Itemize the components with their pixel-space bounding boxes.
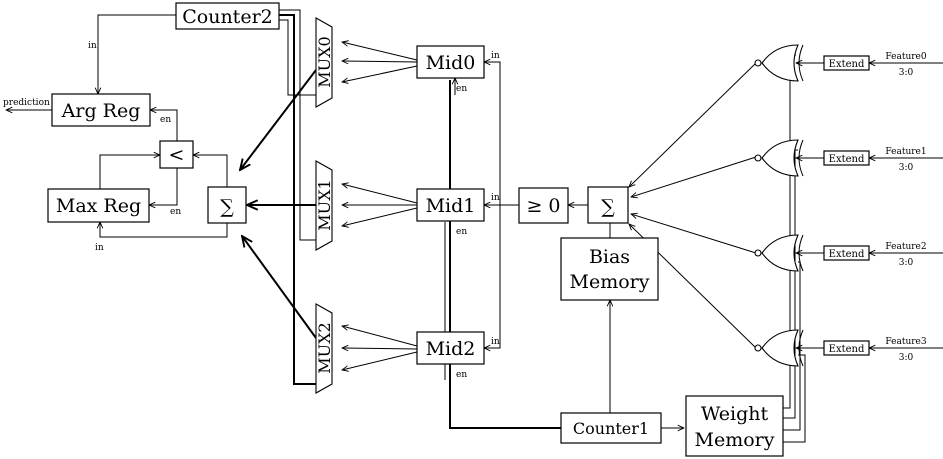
- extend-block-1: Extend: [823, 150, 870, 166]
- feature-name-2: Feature2: [885, 242, 926, 252]
- port-en-arg-reg: en: [160, 115, 171, 125]
- mux2-label: MUX2: [315, 322, 334, 373]
- port-en-mid2: en: [456, 370, 467, 380]
- feature-bits-2: 3:0: [899, 258, 914, 268]
- feature-name-1: Feature1: [885, 147, 926, 157]
- mid1-block: Mid1: [416, 188, 485, 222]
- bias-memory-label-1: Bias: [589, 246, 630, 268]
- relu-block: ≥ 0: [518, 187, 569, 224]
- sum-right-label: ∑: [601, 196, 615, 218]
- less-than-block: <: [159, 140, 194, 169]
- mux1-label: MUX1: [315, 179, 334, 230]
- counter2-block: Counter2: [175, 2, 280, 30]
- port-en-mid1: en: [456, 227, 467, 237]
- port-in-arg-reg: in: [88, 41, 97, 51]
- extend-label-2: Extend: [829, 249, 865, 260]
- mid0-block: Mid0: [416, 45, 485, 79]
- port-in-max-reg: in: [95, 243, 104, 253]
- mux0-block: MUX0: [315, 17, 334, 108]
- port-prediction: prediction: [3, 98, 50, 108]
- feature-name-3: Feature3: [885, 337, 926, 347]
- counter1-label: Counter1: [573, 419, 649, 438]
- extend-label-0: Extend: [829, 59, 865, 70]
- counter1-block: Counter1: [560, 412, 662, 444]
- weight-memory-label-2: Memory: [695, 429, 775, 451]
- xnor-gate-2: [754, 234, 804, 272]
- port-in-mid0: in: [491, 51, 500, 61]
- bias-memory-block: Bias Memory: [560, 237, 659, 301]
- less-than-label: <: [169, 144, 185, 166]
- counter2-label: Counter2: [182, 6, 273, 28]
- mux0-label: MUX0: [315, 36, 334, 87]
- sum-right-block: ∑: [587, 186, 629, 224]
- port-en-max-reg: en: [170, 207, 181, 217]
- mid2-label: Mid2: [426, 338, 476, 360]
- port-in-mid1: in: [491, 193, 500, 203]
- feature-labels: Feature0 3:0 Feature1 3:0 Feature2 3:0 F…: [885, 52, 926, 363]
- feature-bits-1: 3:0: [899, 163, 914, 173]
- port-en-mid0: en: [456, 84, 467, 94]
- xnor-gate-1: [754, 139, 804, 177]
- mid1-label: Mid1: [426, 195, 476, 217]
- extend-block-3: Extend: [823, 340, 870, 356]
- max-reg-block: Max Reg: [47, 188, 150, 223]
- weight-memory-block: Weight Memory: [685, 395, 784, 457]
- max-reg-label: Max Reg: [56, 195, 141, 217]
- mid0-label: Mid0: [426, 52, 476, 74]
- bias-memory-label-2: Memory: [570, 271, 650, 293]
- xnor-gate-0: [754, 44, 804, 82]
- mux1-block: MUX1: [315, 160, 334, 251]
- port-labels: in prediction en en in in en in en in en: [3, 41, 500, 380]
- extend-block-2: Extend: [823, 245, 870, 261]
- extend-label-3: Extend: [829, 344, 865, 355]
- mid2-block: Mid2: [416, 331, 485, 365]
- arg-reg-block: Arg Reg: [51, 93, 151, 127]
- port-in-mid2: in: [491, 337, 500, 347]
- extend-block-0: Extend: [823, 55, 870, 71]
- mux2-block: MUX2: [315, 303, 334, 394]
- extend-label-1: Extend: [829, 154, 865, 165]
- weight-memory-label-1: Weight: [701, 403, 769, 425]
- feature-name-0: Feature0: [885, 52, 926, 62]
- arg-reg-label: Arg Reg: [61, 100, 141, 122]
- sum-left-block: ∑: [207, 186, 247, 224]
- relu-label: ≥ 0: [526, 195, 560, 217]
- feature-bits-3: 3:0: [899, 353, 914, 363]
- xnor-gate-3: [754, 329, 804, 367]
- sum-left-label: ∑: [220, 196, 234, 218]
- feature-bits-0: 3:0: [899, 68, 914, 78]
